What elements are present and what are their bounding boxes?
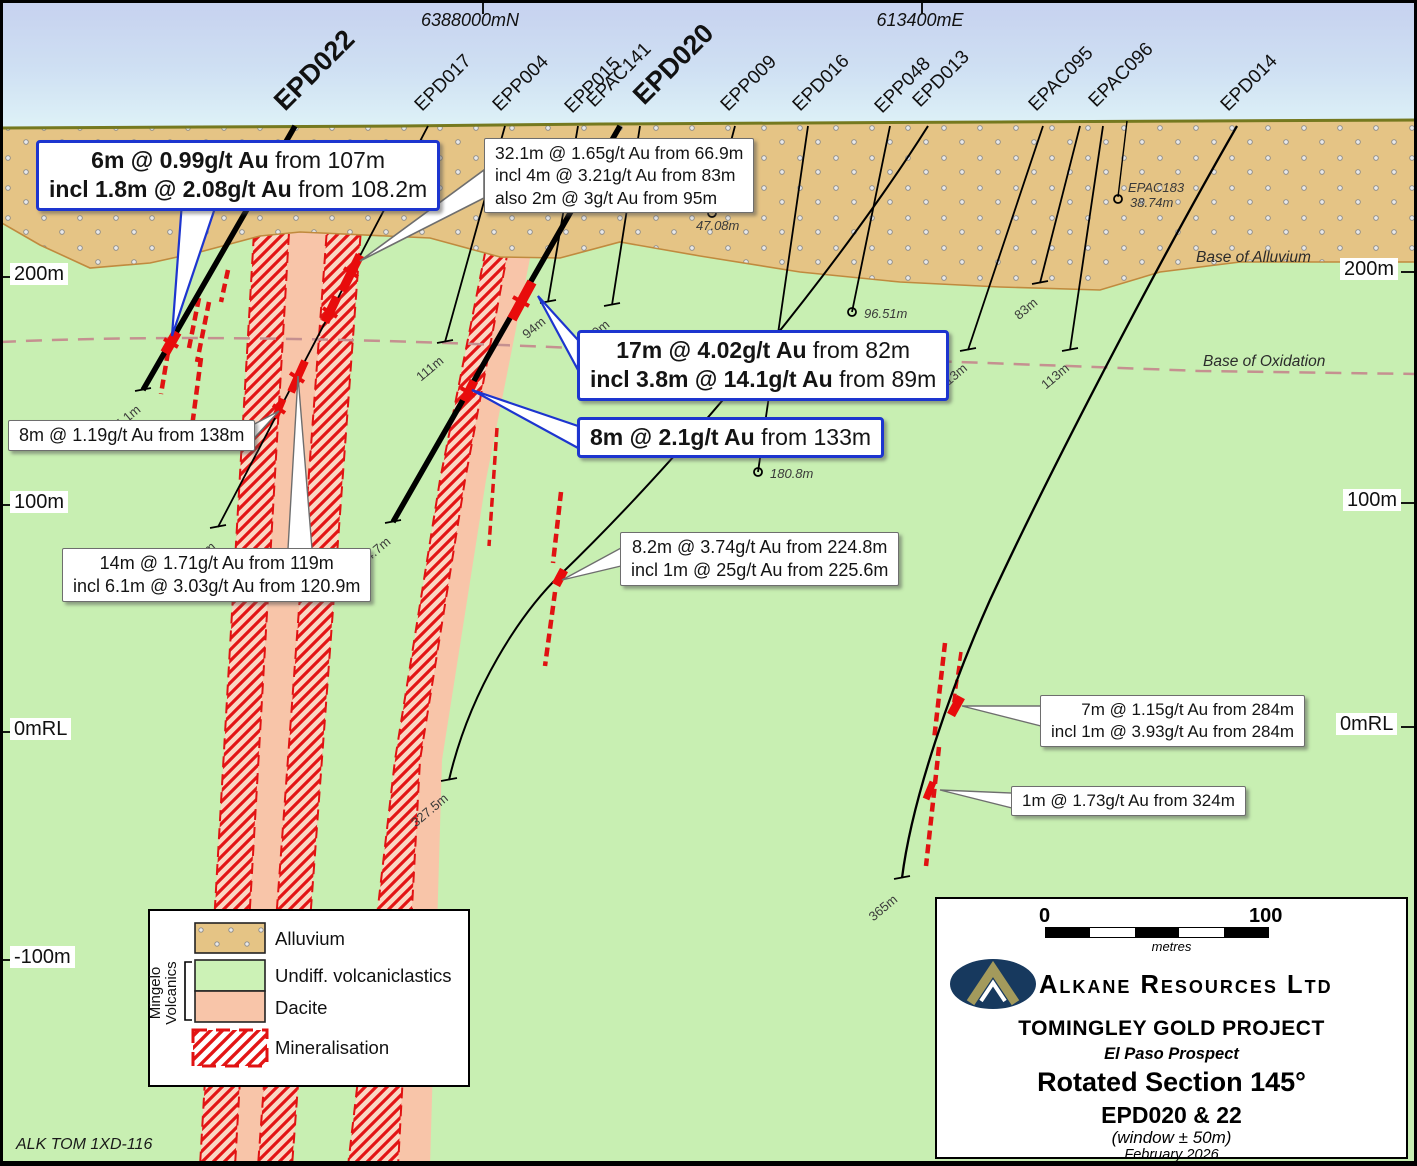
legend-group-label: Mingelo Volcanics bbox=[147, 938, 210, 1048]
projected-hole-depth: 38.74m bbox=[1130, 195, 1174, 210]
scale-end: 100 bbox=[1249, 905, 1283, 927]
assay-callout-c7: 8.2m @ 3.74g/t Au from 224.8m incl 1m @ 2… bbox=[620, 532, 900, 587]
elev-left-0: 0mRL bbox=[10, 718, 72, 740]
legend-label-dacite: Dacite bbox=[275, 997, 328, 1018]
legend-label-alluvium: Alluvium bbox=[275, 928, 345, 949]
elev-left-100: 100m bbox=[10, 491, 69, 513]
assay-callout-line: 32.1m @ 1.65g/t Au from 66.9m bbox=[495, 143, 744, 163]
assay-callout-c9: 1m @ 1.73g/t Au from 324m bbox=[1011, 786, 1246, 816]
scale-bar bbox=[1045, 927, 1269, 938]
assay-callout-c5: 8m @ 1.19g/t Au from 138m bbox=[8, 420, 256, 452]
sky bbox=[0, 0, 1417, 128]
legend-label-volcaniclastics: Undiff. volcaniclastics bbox=[275, 965, 452, 986]
assay-intercepts bbox=[160, 252, 965, 801]
northing-label: 6388000mN bbox=[421, 10, 520, 30]
legend: Alluvium Undiff. volcaniclastics Dacite … bbox=[147, 909, 470, 1087]
scale-unit: metres bbox=[1151, 939, 1192, 954]
assay-callout-c8: 7m @ 1.15g/t Au from 284m incl 1m @ 3.93g… bbox=[1040, 695, 1306, 747]
assay-callout-line: 6m @ 0.99g/t Au from 107m bbox=[91, 147, 386, 173]
assay-callout-line: incl 1m @ 3.93g/t Au from 284m bbox=[1051, 721, 1295, 741]
assay-callout-c3: 17m @ 4.02g/t Au from 82m incl 3.8m @ 14.… bbox=[577, 330, 950, 401]
legend-group-label-line2: Volcanics bbox=[162, 961, 180, 1025]
company-name: Alkane Resources Ltd bbox=[1039, 970, 1333, 999]
assay-callout-line: 17m @ 4.02g/t Au from 82m bbox=[616, 337, 911, 363]
assay-callout-line: 8.2m @ 3.74g/t Au from 224.8m bbox=[631, 537, 888, 557]
assay-callout-line: incl 4m @ 3.21g/t Au from 83m bbox=[495, 165, 736, 186]
eoh-epd016: 180.8m bbox=[770, 466, 814, 481]
elev-left-m100: -100m bbox=[10, 946, 75, 968]
assay-callout-line: 14m @ 1.71g/t Au from 119m bbox=[99, 553, 334, 573]
legend-label-mineralisation: Mineralisation bbox=[275, 1037, 390, 1058]
assay-callout-c4: 8m @ 2.1g/t Au from 133m bbox=[577, 417, 885, 459]
assay-callout-c1: 6m @ 0.99g/t Au from 107m incl 1.8m @ 2.0… bbox=[36, 140, 441, 211]
base-of-oxidation-label: Base of Oxidation bbox=[1203, 353, 1325, 370]
assay-callout-c6: 14m @ 1.71g/t Au from 119m incl 6.1m @ 3.… bbox=[62, 548, 372, 603]
assay-callout-line: incl 1.8m @ 2.08g/t Au from 108.2m bbox=[49, 176, 428, 203]
ground-surface-line bbox=[0, 118, 1417, 130]
assay-callout-line: 1m @ 1.73g/t Au from 324m bbox=[1022, 791, 1235, 810]
elev-right-100: 100m bbox=[1343, 489, 1402, 511]
date-label: February 2026 bbox=[1124, 1147, 1219, 1163]
prospect-title: El Paso Prospect bbox=[1104, 1045, 1239, 1063]
base-of-alluvium-label: Base of Alluvium bbox=[1196, 249, 1311, 266]
legend-swatch-alluvium bbox=[194, 922, 266, 954]
scale-start: 0 bbox=[1039, 905, 1051, 927]
projected-hole-name: EPAC183 bbox=[1128, 180, 1185, 195]
legend-group-label-line1: Mingelo bbox=[147, 966, 164, 1020]
elev-right-0: 0mRL bbox=[1336, 713, 1398, 735]
elev-right-200: 200m bbox=[1340, 258, 1399, 280]
eoh-epp009: 47.08m bbox=[696, 218, 740, 233]
legend-swatch-dacite bbox=[194, 990, 266, 1023]
legend-group-bracket bbox=[184, 961, 192, 1021]
project-title: TOMINGLEY GOLD PROJECT bbox=[1018, 1017, 1325, 1040]
assay-callout-line: incl 3.8m @ 14.1g/t Au from 89m bbox=[590, 366, 937, 393]
assay-callout-line: also 2m @ 3g/t Au from 95m bbox=[495, 187, 718, 208]
window-note: (window ± 50m) bbox=[1111, 1128, 1232, 1147]
figure-code: ALK TOM 1XD-116 bbox=[16, 1136, 153, 1153]
easting-label: 613400mE bbox=[876, 10, 964, 30]
elev-left-200: 200m bbox=[10, 263, 69, 285]
assay-callout-line: 8m @ 1.19g/t Au from 138m bbox=[19, 425, 245, 445]
base-of-oxidation-line bbox=[0, 336, 1417, 376]
legend-swatch-mineralisation bbox=[191, 1028, 269, 1068]
eoh-epp048: 96.51m bbox=[864, 306, 908, 321]
alkane-logo-icon bbox=[950, 959, 1036, 1009]
assay-callout-line: incl 1m @ 25g/t Au from 225.6m bbox=[631, 560, 889, 581]
assay-callout-line: 7m @ 1.15g/t Au from 284m bbox=[1081, 700, 1295, 719]
title-block: 0 100 metres Alkane Resources Ltd TOMING… bbox=[935, 897, 1408, 1163]
assay-callout-line: incl 6.1m @ 3.03g/t Au from 120.9m bbox=[73, 576, 361, 597]
section-title: Rotated Section 145° bbox=[1037, 1067, 1306, 1097]
assay-callout-line: 8m @ 2.1g/t Au from 133m bbox=[590, 424, 872, 450]
section-holes: EPD020 & 22 bbox=[1101, 1102, 1242, 1128]
